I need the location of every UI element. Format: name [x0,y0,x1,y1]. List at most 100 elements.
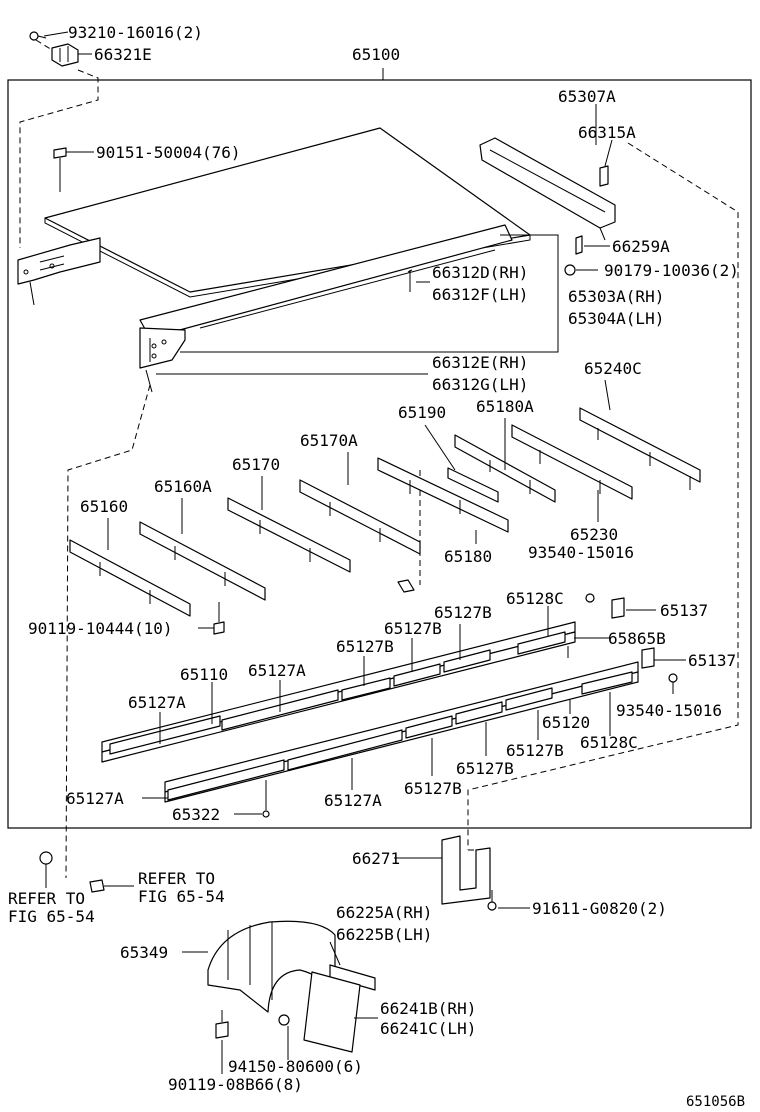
leader-lines [43,31,686,1074]
diagram-id: 651056B [686,1094,745,1110]
label-65127A-b: 65127A [128,693,186,712]
label-65180: 65180 [444,547,492,566]
bolt-65322 [262,780,270,818]
side-rail-65303A [139,224,513,393]
bracket-65137-1 [611,597,625,619]
label-90119-a: 90119-10444(10) [28,619,173,638]
label-65322: 65322 [172,805,220,824]
stay-66225 [329,964,376,991]
clip-65180 [397,579,415,593]
label-65303A: 65303A(RH) [568,287,664,306]
label-65128C-a: 65128C [506,589,564,608]
label-65127A-c: 65127A [66,789,124,808]
label-66321E: 66321E [94,45,152,64]
label-65865B: 65865B [608,629,666,648]
pin-66315A [599,165,609,187]
label-66225B: 66225B(LH) [336,925,432,944]
refer-right-line1: REFER TO [138,869,215,888]
strip-65127B-1 [341,677,391,701]
refer-left-line1: REFER TO [8,889,85,908]
strip-65127B-2 [393,663,441,687]
bolt-93210 [29,31,47,41]
label-65240C: 65240C [584,359,642,378]
refer-right-line2: FIG 65-54 [138,887,225,906]
label-66241B: 66241B(RH) [380,999,476,1018]
nut-90179 [564,264,576,276]
label-65160: 65160 [80,497,128,516]
side-bracket-left [17,237,101,306]
strip-65127A-4 [287,729,403,771]
strip-65127B-3 [443,649,491,673]
screw-90151 [53,147,67,192]
label-65349: 65349 [120,943,168,962]
label-90151: 90151-50004(76) [96,143,241,162]
bracket-66271 [441,835,491,905]
label-65230: 65230 [570,525,618,544]
pin-66259A [575,235,583,255]
label-65127A-a: 65127A [248,661,306,680]
crossmember-65160A [139,521,266,601]
label-94150: 94150-80600(6) [228,1057,363,1076]
label-91611: 91611-G0820(2) [532,899,667,918]
label-65120: 65120 [542,713,590,732]
label-65137-a: 65137 [660,601,708,620]
label-90119-b: 90119-08B66(8) [168,1075,303,1094]
label-65110: 65110 [180,665,228,684]
label-65170: 65170 [232,455,280,474]
crossmember-65190 [447,467,499,503]
strip-65128C-2 [581,671,633,695]
label-65160A: 65160A [154,477,212,496]
assembly-frame [7,79,752,829]
bolt-90119-10444 [213,602,225,635]
label-66259A: 66259A [612,237,670,256]
bolt-left [89,879,105,893]
label-66315A: 66315A [578,123,636,142]
label-65127B-c: 65127B [336,637,394,656]
bolt-91611 [487,890,497,911]
bolt-93540-1 [585,593,595,603]
label-65307A: 65307A [558,87,616,106]
label-65127B-d: 65127B [506,741,564,760]
label-65127B-f: 65127B [404,779,462,798]
label-65180A: 65180A [476,397,534,416]
bolt-93540-2 [668,673,678,694]
clamp-66321E [51,43,79,67]
strip-65127B-5 [455,701,503,725]
crossmember-65240C [579,407,701,490]
strip-65127B-6 [505,687,553,711]
label-65127B-b: 65127B [384,619,442,638]
label-65127B-e: 65127B [456,759,514,778]
label-65170A: 65170A [300,431,358,450]
label-66241C: 66241C(LH) [380,1019,476,1038]
label-65127A-d: 65127A [324,791,382,810]
label-66312G: 66312G(LH) [432,375,528,394]
label-66225A: 66225A(RH) [336,903,432,922]
label-93210: 93210-16016(2) [68,23,203,42]
strip-65128C-1 [517,631,566,655]
label-65190: 65190 [398,403,446,422]
label-66312E: 66312E(RH) [432,353,528,372]
label-65100: 65100 [352,45,400,64]
rear-rail-65307A [479,137,616,241]
label-65128C-b: 65128C [580,733,638,752]
label-65137-b: 65137 [688,651,736,670]
crossmember-65170A [299,479,421,555]
strip-65127B-4 [405,715,453,739]
label-90179: 90179-10036(2) [604,261,739,280]
nut-94150 [278,1014,290,1026]
crossmember-65160 [69,539,191,617]
label-93540-b: 93540-15016 [616,701,722,720]
mudflap-66241 [303,971,361,1053]
part-labels: 93210-16016(2) 66321E 65100 90151-50004(… [8,23,745,1110]
label-66312D: 66312D(RH) [432,263,528,282]
crossmember-65180 [377,457,509,533]
crossmember-65170 [227,497,351,573]
bolt-90119-08B66 [215,1010,229,1039]
refer-left-line2: FIG 65-54 [8,907,95,926]
bracket-65137-2 [641,647,655,669]
label-65127B-a: 65127B [434,603,492,622]
label-66271: 66271 [352,849,400,868]
strip-65127A-3 [167,759,285,801]
strip-65127A-2 [109,715,221,755]
